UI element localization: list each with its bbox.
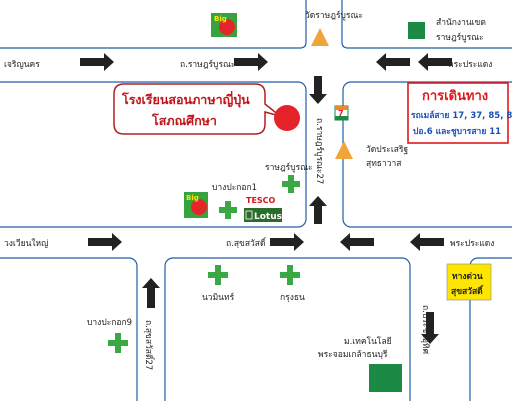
- arrow-up-1: [309, 196, 327, 224]
- arrow-right-4: [270, 233, 304, 251]
- arrow-up-2: [142, 278, 160, 308]
- road-label-phrapradaeng-top: พระประแดง: [448, 60, 492, 70]
- road-label-suksawat: ถ.สุขสวัสดิ์: [226, 237, 267, 249]
- road-label-charoennakorn: เจริญนคร: [4, 60, 40, 70]
- school-name-line1: โรงเรียนสอนภาษาญี่ปุ่น: [121, 91, 250, 108]
- big-c-label-top: Big: [214, 15, 227, 23]
- label-kmutt-1: ม.เทคโนโลยี: [344, 336, 392, 347]
- expressway-line1: ทางด่วน: [452, 271, 483, 282]
- arrow-left-3: [340, 233, 374, 251]
- big-c-label-bottom: Big: [186, 194, 199, 202]
- info-ac-bus-line: ปอ.6 และชูบารสาย 11: [413, 127, 501, 137]
- road-label-suksawat-27: ถ.สุขสวัสดิ์27: [143, 320, 155, 370]
- label-bangpakok9: บางปะกอก9: [87, 318, 132, 328]
- school-name-line2: โสภณศึกษา: [151, 113, 217, 128]
- school-callout: โรงเรียนสอนภาษาญี่ปุ่น โสภณศึกษา: [113, 83, 281, 135]
- label-kmutt-2: พระจอมเกล้าธนบุรี: [318, 349, 388, 360]
- arrow-left-1: [376, 53, 410, 71]
- seven-eleven-label: 7: [338, 109, 344, 118]
- arrow-right-2: [234, 53, 268, 71]
- label-district-office-2: ราษฎร์บูรณะ: [436, 32, 484, 43]
- arrow-right-1: [80, 53, 114, 71]
- road-label-ratburana-top: ถ.ราษฎร์บูรณะ: [180, 59, 235, 70]
- seven-eleven-icon: 7: [334, 105, 349, 121]
- road-label-pracha-uthit: ถ.ประชาอุทิศ: [420, 305, 430, 355]
- label-district-office-1: สำนักงานเขต: [436, 18, 486, 28]
- label-wat-prasert-2: สุทธาวาส: [366, 159, 402, 169]
- big-c-logo-top: Big: [211, 13, 237, 37]
- label-nawamin: นวมินทร์: [202, 292, 235, 303]
- label-bangpakok1: บางปะกอก1: [212, 183, 257, 193]
- label-krungthon: กรุงธน: [280, 293, 305, 303]
- road-label-wongwian-yai: วงเวียนใหญ่: [4, 238, 48, 249]
- arrow-left-4: [410, 233, 444, 251]
- label-wat-prasert-1: วัดประเสริฐ: [366, 145, 408, 155]
- tesco-lotus-logo: TESCO Lotus: [242, 193, 282, 223]
- temple-icon-wat-prasert: [335, 141, 353, 159]
- info-bus-line: รถเมล์สาย 17, 37, 85, 88: [411, 110, 512, 121]
- temple-icon-wat-ratburana: [311, 28, 329, 46]
- arrow-right-3: [88, 233, 122, 251]
- label-wat-ratburana: วัดราษฎร์บูรณะ: [305, 10, 363, 21]
- tesco-label: TESCO: [246, 196, 276, 205]
- big-c-logo-bottom: Big: [184, 192, 208, 218]
- lotus-label: Lotus: [254, 212, 282, 222]
- office-icon-kmutt: [369, 364, 402, 392]
- expressway-line2: สุขสวัสดิ์: [451, 284, 484, 297]
- arrow-down-1: [309, 76, 327, 104]
- school-location-marker: [274, 105, 300, 131]
- pharmacy-icon-ratburana: [282, 175, 300, 193]
- traffic-arrows: [80, 53, 452, 344]
- pharmacy-icon-bangpakok9: [108, 333, 128, 353]
- info-box: การเดินทาง รถเมล์สาย 17, 37, 85, 88 ปอ.6…: [407, 82, 512, 144]
- pharmacy-icon-bangpakok1: [219, 201, 237, 219]
- pharmacy-icon-krungthon: [280, 265, 300, 285]
- info-title: การเดินทาง: [422, 89, 488, 104]
- label-ratburana: ราษฎร์บูรณะ: [265, 162, 313, 173]
- road-label-ratburana-27: ถ.ราษฎร์บูรณะ27: [314, 118, 325, 184]
- office-icon-district: [408, 22, 425, 39]
- expressway-box: ทางด่วน สุขสวัสดิ์: [446, 263, 492, 301]
- road-label-phrapradaeng-bottom: พระประแดง: [450, 239, 494, 249]
- arrow-left-2: [418, 53, 452, 71]
- pharmacy-icon-nawamin: [208, 265, 228, 285]
- arrow-down-2: [421, 312, 439, 344]
